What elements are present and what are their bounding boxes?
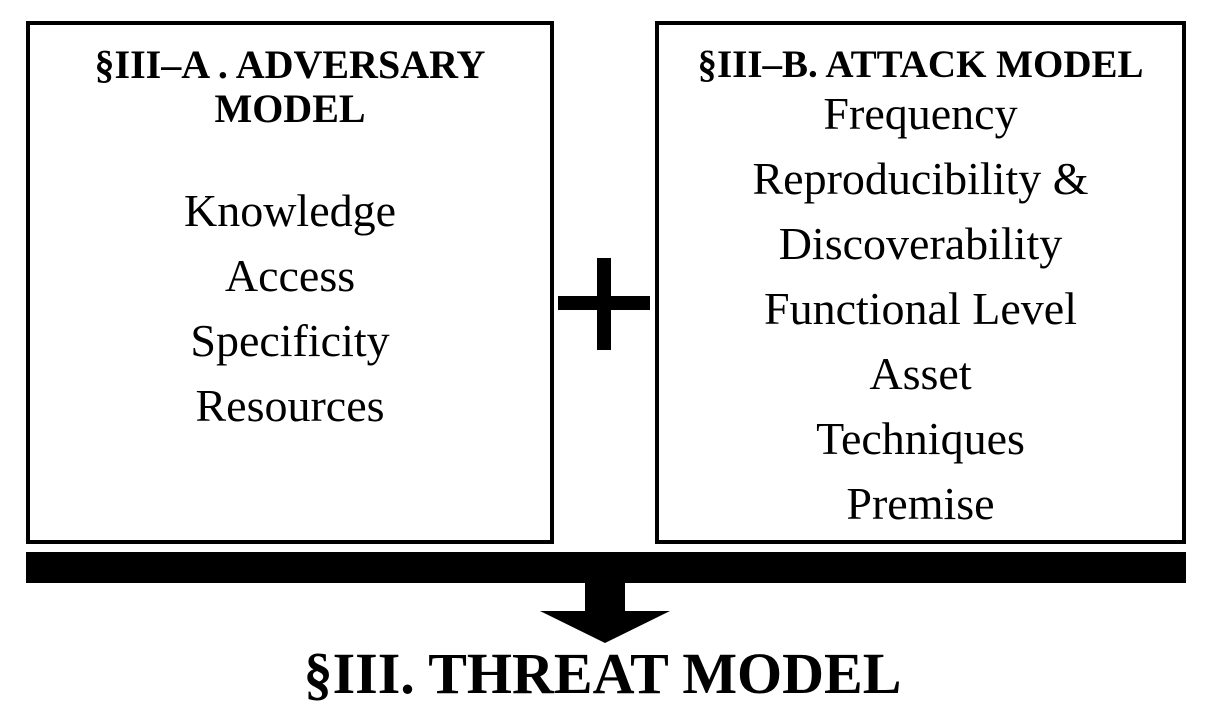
plus-icon: [558, 258, 650, 350]
adversary-item-knowledge: Knowledge: [183, 185, 397, 236]
attack-item-premise: Premise: [846, 478, 995, 529]
attack-model-box: §III–B. ATTACK MODEL Frequency Reproduci…: [655, 21, 1186, 544]
adversary-model-box: §III–A . ADVERSARY MODEL Knowledge Acces…: [26, 21, 554, 544]
down-arrow-icon: [540, 583, 670, 643]
attack-item-discoverability: Discoverability: [778, 218, 1063, 269]
attack-item-reproducibility: Reproducibility &: [752, 153, 1089, 204]
adversary-item-resources: Resources: [195, 380, 385, 431]
plus-icon-vertical: [597, 258, 611, 350]
adversary-item-access: Access: [224, 250, 356, 301]
attack-model-items: Frequency Reproducibility & Discoverabil…: [659, 81, 1182, 536]
merge-bar: [26, 552, 1186, 583]
attack-item-frequency: Frequency: [823, 88, 1018, 139]
attack-item-functional-level: Functional Level: [764, 283, 1077, 334]
adversary-model-title-line1: §III–A . ADVERSARY: [94, 42, 486, 87]
adversary-model-title: §III–A . ADVERSARY MODEL: [30, 43, 550, 131]
adversary-model-items: Knowledge Access Specificity Resources: [30, 178, 550, 438]
adversary-item-specificity: Specificity: [190, 315, 390, 366]
attack-item-techniques: Techniques: [816, 413, 1025, 464]
adversary-model-title-line2: MODEL: [214, 86, 366, 131]
attack-model-title: §III–B. ATTACK MODEL: [697, 43, 1144, 86]
attack-item-asset: Asset: [869, 348, 972, 399]
threat-model-title: §III. THREAT MODEL: [303, 641, 902, 706]
